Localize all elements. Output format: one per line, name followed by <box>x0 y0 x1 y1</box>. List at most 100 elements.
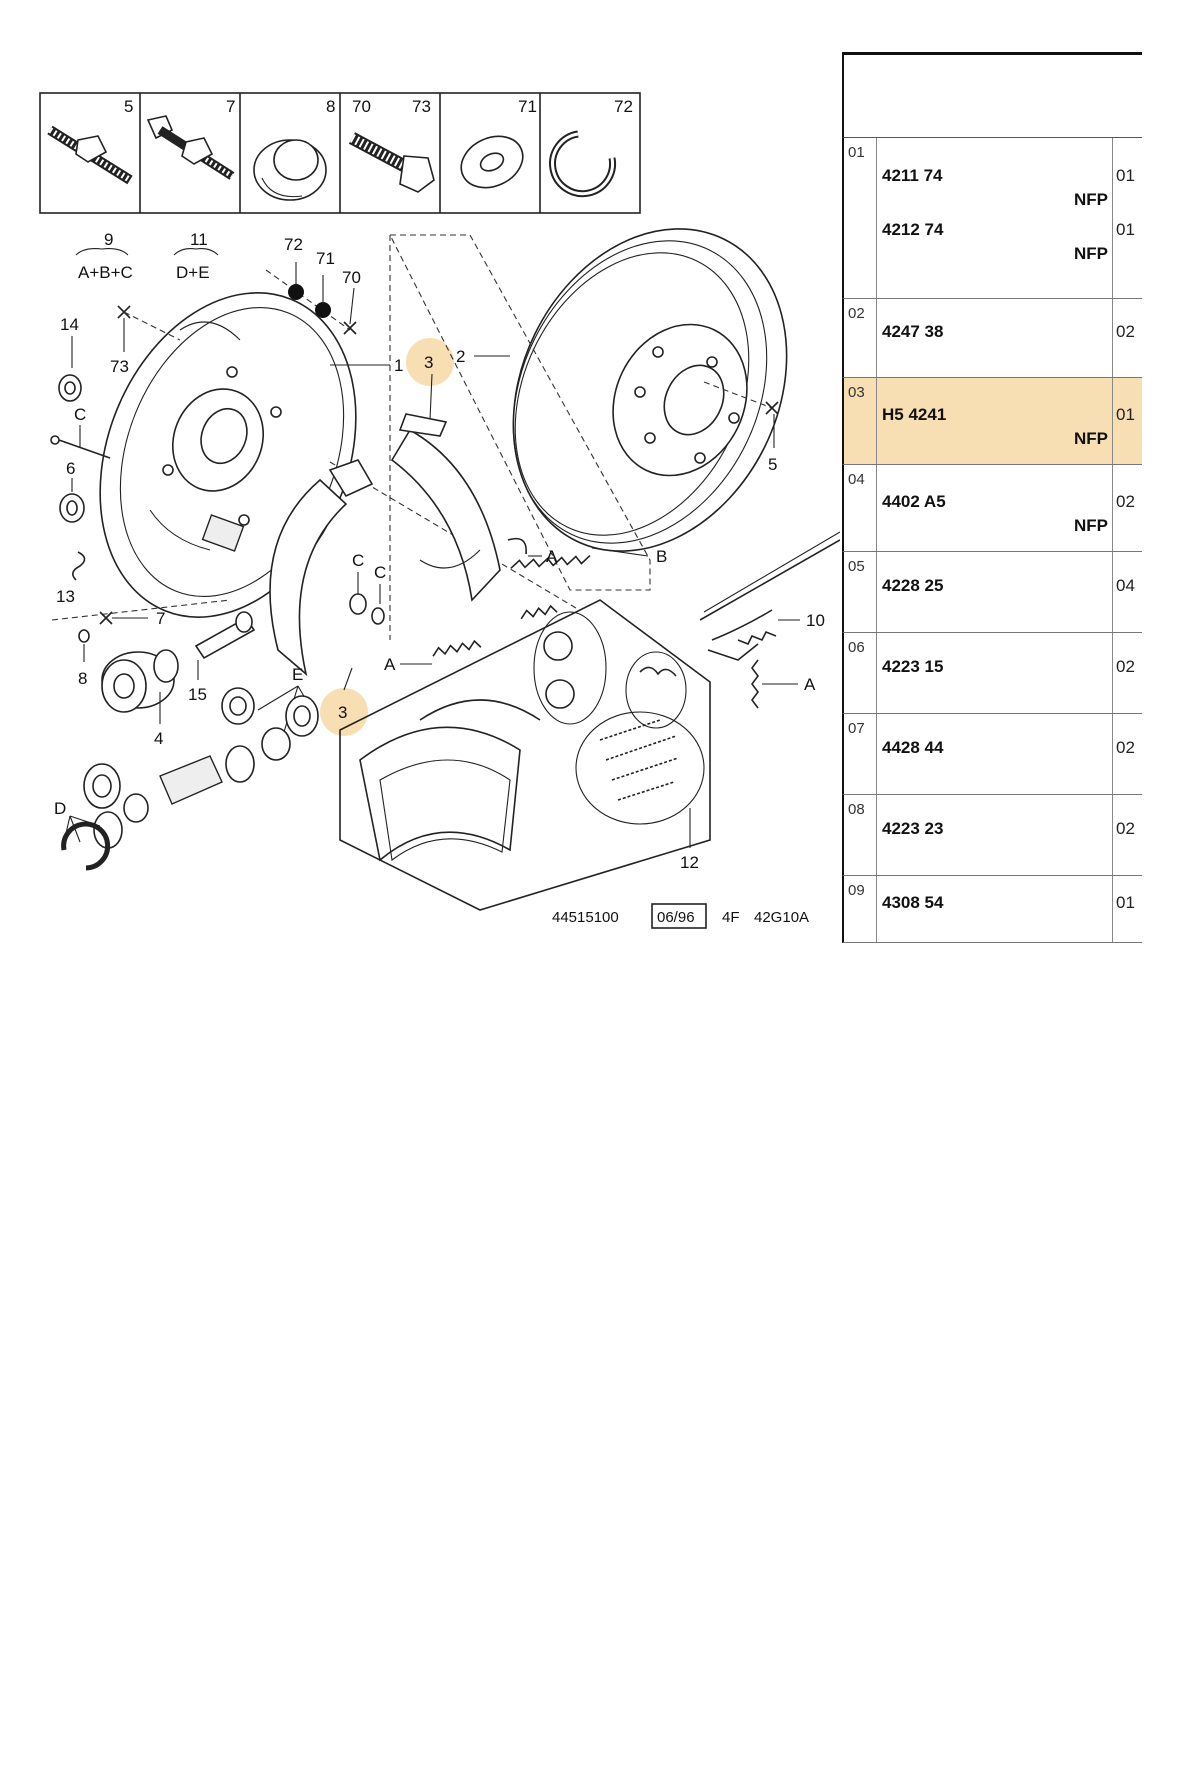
part-quantity: 01 <box>1116 220 1135 239</box>
exploded-brake-diagram: 5 7 8 70 73 71 72 9 A+B+C 11 D+E 72 71 7… <box>39 92 840 929</box>
part-quantity: 02 <box>1116 657 1135 676</box>
callout-71-marker: 71 <box>316 249 335 268</box>
diagram-date-box <box>651 903 707 929</box>
callout-14: 14 <box>60 315 79 334</box>
callout-7-left: 7 <box>156 609 165 628</box>
callout-70: 70 <box>352 97 371 116</box>
spring-icon <box>432 604 558 657</box>
wheel-cylinder <box>101 649 179 713</box>
diagram-date: 06/96 <box>657 909 695 926</box>
handbrake-lever <box>699 531 840 661</box>
callout-13: 13 <box>56 587 75 606</box>
row-index: 01 <box>848 144 865 161</box>
part-quantity: 02 <box>1116 819 1135 838</box>
nfp-flag: NFP <box>1074 190 1108 209</box>
parts-table-header <box>842 52 1142 138</box>
callout-8: 8 <box>326 97 335 116</box>
callout-e: E <box>292 665 303 684</box>
callout-b: B <box>656 547 667 566</box>
nfp-flag: NFP <box>1074 244 1108 263</box>
callout-1: 1 <box>394 356 403 375</box>
callout-5-drum: 5 <box>768 455 777 474</box>
part-quantity: 01 <box>1116 893 1135 912</box>
diagram-ref-2: 42G10A <box>754 909 809 926</box>
callout-7: 7 <box>226 97 235 116</box>
hex-bolt-icon <box>348 132 435 193</box>
part-reference: 4428 44 <box>882 738 944 757</box>
hardware-strip: 5 7 8 70 73 71 72 <box>39 92 641 214</box>
row-index: 06 <box>848 639 865 656</box>
callout-8-left: 8 <box>78 669 87 688</box>
row-index: 04 <box>848 471 865 488</box>
part-quantity: 02 <box>1116 492 1135 511</box>
nfp-flag: NFP <box>1074 429 1108 448</box>
callout-c-left: C <box>74 405 86 424</box>
callout-72: 72 <box>614 97 633 116</box>
part-quantity: 01 <box>1116 166 1135 185</box>
row-index: 05 <box>848 558 865 575</box>
callout-10: 10 <box>806 611 825 630</box>
part-reference: H5 4241 <box>882 405 947 424</box>
callout-12: 12 <box>680 853 699 872</box>
fastener-markers: 72 71 70 <box>265 235 361 335</box>
part-reference: 4223 15 <box>882 657 944 676</box>
part-reference: 4223 23 <box>882 819 944 838</box>
part-quantity: 02 <box>1116 322 1135 341</box>
cap-icon <box>253 139 327 201</box>
callout-c-shoe-2: C <box>374 563 386 582</box>
nfp-flag: NFP <box>1074 516 1108 535</box>
part-quantity: 01 <box>1116 405 1135 424</box>
callout-4: 4 <box>154 729 163 748</box>
highlight-marker-3-top <box>406 338 454 386</box>
diagram-ref-1: 4F <box>722 909 740 926</box>
part-reference: 4402 A5 <box>882 492 946 511</box>
brake-shoe-pair <box>269 413 501 677</box>
group-9-definition: A+B+C <box>78 263 133 282</box>
parts-row-06[interactable]: 06 4223 15 02 <box>842 633 1142 714</box>
bleed-screw <box>194 611 256 660</box>
callout-a-clip: A <box>546 547 558 566</box>
backing-plate <box>99 292 357 618</box>
callout-group-11: 11 <box>190 230 208 249</box>
row-index: 08 <box>848 801 865 818</box>
callout-c-shoe-1: C <box>352 551 364 570</box>
bolt-with-nut-icon <box>146 115 235 180</box>
callout-a-spring: A <box>384 655 396 674</box>
callout-73-lower: 73 <box>110 357 129 376</box>
circlip-icon <box>549 130 617 198</box>
callout-72-marker: 72 <box>284 235 303 254</box>
diagram-code: 44515100 <box>552 909 619 926</box>
callout-15: 15 <box>188 685 207 704</box>
row-index: 09 <box>848 882 865 899</box>
callout-group-9: 9 <box>104 230 113 249</box>
part-reference: 4308 54 <box>882 893 944 912</box>
callout-73: 73 <box>412 97 431 116</box>
part-quantity: 02 <box>1116 738 1135 757</box>
highlight-marker-3-bottom <box>320 688 368 736</box>
callout-3-bottom: 3 <box>338 703 347 722</box>
parts-row-09[interactable]: 09 4308 54 01 <box>842 876 1142 943</box>
repair-kit-box <box>339 599 711 911</box>
callout-6: 6 <box>66 459 75 478</box>
stud-icon <box>47 125 133 185</box>
callout-70-marker: 70 <box>342 268 361 287</box>
callout-71: 71 <box>518 97 537 116</box>
part-reference: 4247 38 <box>882 322 944 341</box>
spring-icon <box>510 555 591 569</box>
group-11-definition: D+E <box>176 263 210 282</box>
row-index: 03 <box>848 384 865 401</box>
brake-drum <box>512 228 788 552</box>
part-reference: 4211 74 <box>882 166 943 185</box>
cylinder-internals <box>61 745 255 871</box>
part-reference: 4228 25 <box>882 576 944 595</box>
callout-5: 5 <box>124 97 133 116</box>
parts-row-08[interactable]: 08 4223 23 02 <box>842 795 1142 876</box>
